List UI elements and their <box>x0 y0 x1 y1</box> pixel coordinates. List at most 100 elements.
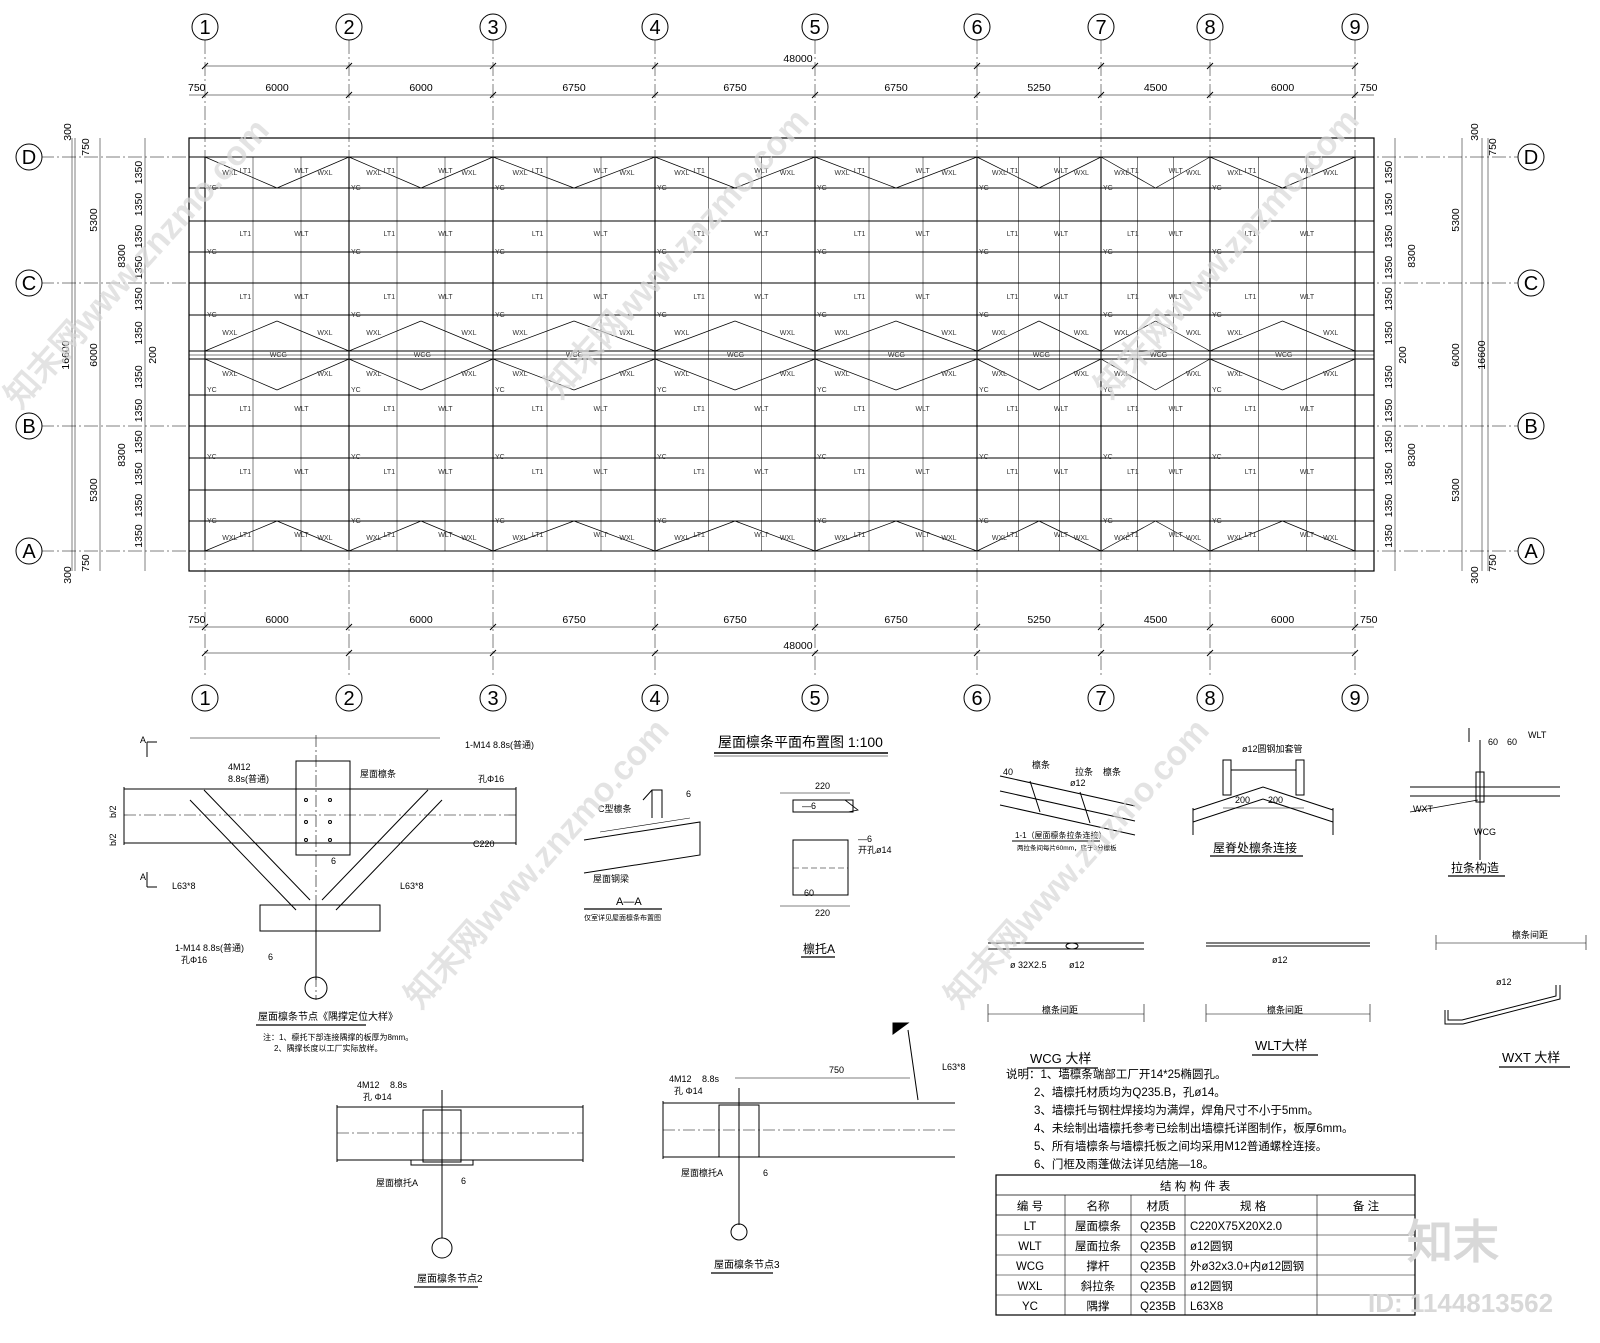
note-4: 4、未绘制出墙檩托参考已绘制出墙檩托详图制作，板厚6mm。 <box>1034 1121 1353 1135</box>
mark-yc-21: YC <box>207 185 217 192</box>
node1-hole16-top: 孔Φ16 <box>478 774 504 784</box>
axis-right-D: D <box>1524 147 1538 169</box>
table-cell-4-0: YC <box>1022 1301 1038 1313</box>
note-5: 5、所有墙檩条与墙檩托板之间均采用M12普通螺栓连接。 <box>1034 1139 1327 1153</box>
mark-wxl-148: WXL <box>1074 170 1089 177</box>
mark-yc-53: YC <box>351 518 361 525</box>
mark-wxl-206: WXL <box>1323 371 1338 378</box>
mark-wlt-190: WLT <box>1300 168 1315 175</box>
bottom_dims-ttick-1 <box>345 649 353 657</box>
mark-wlt-34: WLT <box>438 406 453 413</box>
mark-lt-10: LT1 <box>240 532 252 539</box>
mark-lt-89: LT1 <box>693 469 705 476</box>
axis-top-7: 7 <box>1095 17 1106 39</box>
bottom_dims-span-7: 6000 <box>1271 614 1295 626</box>
ridge-phi12: ø12圆钢加套管 <box>1242 743 1303 754</box>
mark-wxl-73: WXL <box>619 535 634 542</box>
wlt-detail <box>1205 942 1371 1022</box>
table-cell-3-1: 斜拉条 <box>1081 1279 1116 1293</box>
note-3: 3、墙檩托与钢柱焊接均为满焊，焊角尺寸不小于5mm。 <box>1034 1103 1319 1117</box>
left-edge-top: 300 <box>62 123 74 141</box>
table-header-3: 规 格 <box>1240 1199 1267 1213</box>
axis-left-B-circle <box>15 412 43 440</box>
left-purlin-2: 1350 <box>133 225 145 249</box>
svg-text:b/2: b/2 <box>108 833 118 846</box>
bottom_dims-span-1: 6000 <box>409 614 433 626</box>
bottom_dims-ttick-2 <box>489 649 497 657</box>
right-oh-bot: 750 <box>1487 554 1499 572</box>
mark-wxl-18: WXL <box>222 535 237 542</box>
mark-lt-118: LT1 <box>854 532 866 539</box>
mark-yc-160: YC <box>979 454 989 461</box>
mark-lt-83: LT1 <box>693 231 705 238</box>
mark-lt-170: LT1 <box>1127 469 1139 476</box>
ridge-200-right: 200 <box>1268 795 1283 805</box>
table-cell-0-1: 屋面檩条 <box>1075 1219 1121 1233</box>
mark-wxl-71: WXL <box>619 371 634 378</box>
note-2: 2、墙檩托材质均为Q235.B，孔ø14。 <box>1034 1085 1226 1099</box>
aa-subtitle: 仅室详见屋面檩条布置图 <box>584 913 661 922</box>
bottom_dims-span-6: 4500 <box>1144 614 1168 626</box>
mark-yc-188: YC <box>1103 518 1113 525</box>
mark-yc-104: YC <box>657 312 667 319</box>
mark-yc-103: YC <box>657 249 667 256</box>
brace-line-0 <box>204 156 278 189</box>
right-purlin-9: 1350 <box>1383 430 1395 454</box>
mark-yc-77: YC <box>495 312 505 319</box>
mark-wcg-101: WCG <box>727 352 744 359</box>
mark-lt-60: LT1 <box>532 406 544 413</box>
axis-left-A: A <box>22 541 36 563</box>
bottom_dims-ttick-6 <box>1097 649 1105 657</box>
mark-lt-193: LT1 <box>1245 294 1257 301</box>
axis-left-D: D <box>22 147 36 169</box>
brace-line-47 <box>1038 358 1102 391</box>
mark-lt-35: LT1 <box>384 469 396 476</box>
bottom_dims-tick-5 <box>973 623 981 631</box>
wlt-labels: ø12 檩条间距 <box>1267 955 1303 1015</box>
aa-steel: 屋面钢梁 <box>593 873 629 884</box>
mark-wxl-46: WXL <box>461 535 476 542</box>
mark-lt-4: LT1 <box>240 294 252 301</box>
mark-lt-166: LT1 <box>1127 294 1139 301</box>
brace-line-32 <box>814 156 897 189</box>
brace-line-10 <box>348 520 422 552</box>
right-purlin-7: 1350 <box>1383 365 1395 389</box>
mark-wxl-123: WXL <box>941 330 956 337</box>
mark-lt-58: LT1 <box>532 294 544 301</box>
wlt-spacing: 檩条间距 <box>1267 1004 1303 1015</box>
note-6: 6、门框及雨蓬做法详见结施—18。 <box>1034 1157 1214 1171</box>
node1-c220: C220 <box>473 839 495 849</box>
wxt-phi12: ø12 <box>1496 977 1512 987</box>
mark-wxl-19: WXL <box>317 535 332 542</box>
mark-wlt-165: WLT <box>1169 231 1184 238</box>
bracket-60: 60 <box>804 888 814 898</box>
watermark-brand: 知末 <box>1407 1216 1499 1268</box>
brace-line-51 <box>1155 520 1211 552</box>
mark-lt-197: LT1 <box>1245 469 1257 476</box>
axis-left-C-circle <box>15 269 43 297</box>
ridge-title: 屋脊处檩条连接 <box>1213 840 1297 855</box>
axis-bottom-7: 7 <box>1095 688 1106 710</box>
axis-top-1-circle <box>191 13 219 41</box>
mark-lt-116: LT1 <box>854 469 866 476</box>
brace-line-60 <box>1209 320 1283 352</box>
top_dims-span-2: 6750 <box>562 82 586 94</box>
node1-purlin-label: 屋面檩条 <box>360 768 396 779</box>
mark-yc-161: YC <box>979 518 989 525</box>
node1-bolt-label: 4M12 <box>228 762 251 772</box>
mark-lt-27: LT1 <box>384 168 396 175</box>
mark-wlt-111: WLT <box>915 231 930 238</box>
mark-wxl-68: WXL <box>512 330 527 337</box>
ridge-200-left: 200 <box>1235 795 1250 805</box>
tie-detail-labels: 60 60 WLT WXT WCG <box>1413 730 1547 837</box>
mark-wcg-182: WCG <box>1150 352 1167 359</box>
brace-line-46 <box>976 358 1040 391</box>
mark-wxl-176: WXL <box>1114 330 1129 337</box>
mark-wxl-66: WXL <box>512 170 527 177</box>
svg-text:A: A <box>140 735 146 745</box>
bracket-title: 檩托A <box>803 941 835 956</box>
